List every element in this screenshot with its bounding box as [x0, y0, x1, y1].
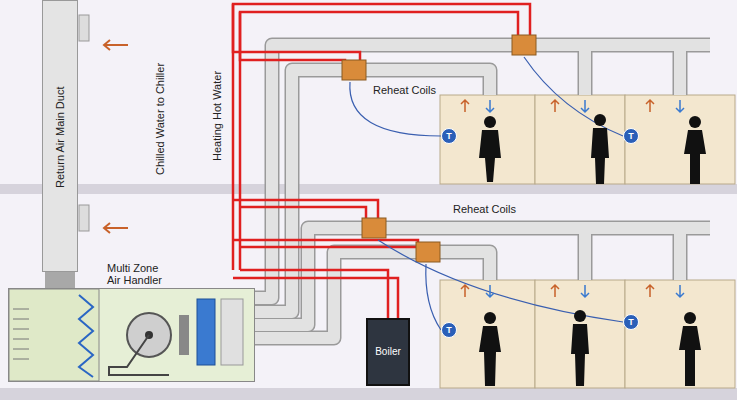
duct-connector — [45, 272, 75, 288]
reheat-coils — [342, 35, 536, 262]
supply-ducts — [255, 45, 710, 338]
return-duct: Return Air Main Duct — [42, 0, 78, 272]
node-label: Boiler — [375, 346, 401, 358]
return-grilles — [79, 15, 128, 233]
air-handler-internals — [9, 289, 254, 381]
pipe-label: Chilled Water to Chiller — [154, 62, 167, 176]
air-handler: Multi Zone Air Handler — [8, 288, 255, 382]
floor-slab — [0, 184, 737, 194]
people — [479, 114, 706, 386]
component-label: Reheat Coils — [372, 84, 437, 97]
thermostat: T — [623, 314, 639, 330]
hot-water-pipes — [233, 4, 530, 318]
thermostat: T — [623, 128, 639, 144]
pipe-label: Heating Hot Water — [211, 70, 224, 162]
air-arrows — [461, 100, 684, 297]
boiler: Boiler — [366, 318, 410, 386]
thermostat-wires — [350, 57, 623, 330]
node-label: T — [628, 132, 634, 141]
node-label: T — [628, 318, 634, 327]
thermostat: T — [441, 322, 457, 338]
component-label: Reheat Coils — [452, 203, 517, 216]
floor-slab — [0, 388, 737, 400]
node-label: T — [446, 132, 452, 141]
node-label: Return Air Main Duct — [54, 86, 67, 187]
node-label: T — [446, 326, 452, 335]
thermostat: T — [441, 128, 457, 144]
node-label: Multi Zone Air Handler — [105, 262, 175, 287]
